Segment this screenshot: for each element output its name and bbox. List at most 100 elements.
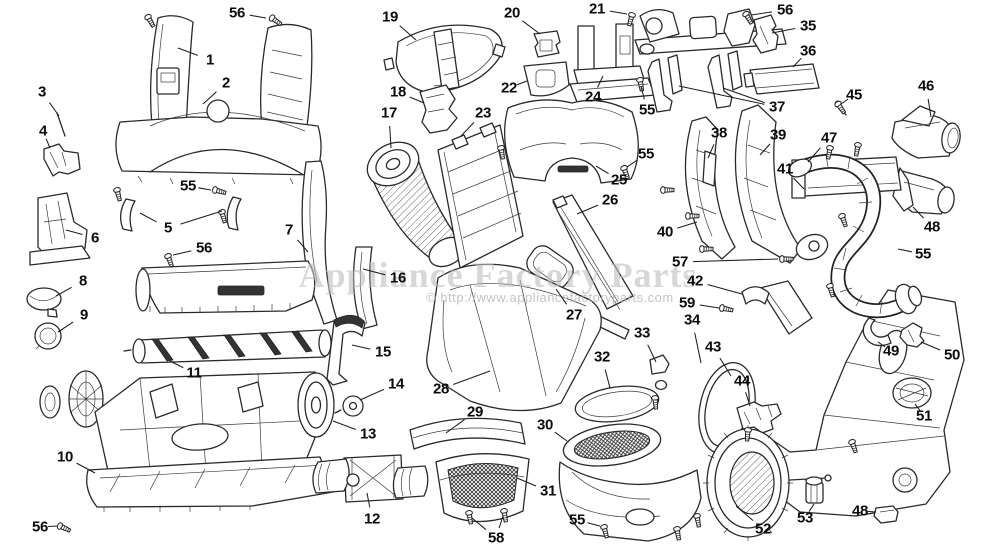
part-number-text: 31	[540, 483, 556, 500]
part-clamp-42	[741, 286, 770, 305]
leader-line	[389, 125, 392, 149]
part-label-49: 49	[877, 341, 899, 360]
leader-line	[460, 122, 475, 137]
part-number-text: 19	[382, 9, 398, 26]
leader-line	[471, 517, 487, 531]
part-label-10: 10	[57, 449, 96, 474]
part-label-28: 28	[433, 370, 491, 398]
part-pin	[56, 112, 66, 137]
leader-line	[735, 505, 754, 521]
part-hooks-5	[119, 196, 242, 232]
part-label-22: 22	[501, 80, 528, 97]
part-number-text: 32	[594, 349, 610, 366]
leader-line	[897, 248, 912, 253]
part-label-15: 15	[351, 344, 391, 361]
part-label-43: 43	[705, 339, 732, 377]
leader-line	[198, 187, 212, 191]
part-number-text: 39	[770, 127, 786, 144]
leader-line	[359, 388, 385, 401]
leader-line	[609, 10, 628, 15]
part-number-text: 45	[846, 87, 862, 104]
part-elbow-46	[891, 105, 961, 159]
part-label-27: 27	[555, 288, 582, 324]
part-number-text: 3	[38, 84, 46, 101]
part-label-25: 25	[595, 165, 627, 189]
part-tray-36	[743, 63, 820, 95]
part-number-text: 36	[800, 43, 816, 60]
part-label-2: 2	[202, 75, 230, 105]
part-number-text: 11	[186, 365, 201, 382]
part-label-53: 53	[797, 503, 815, 527]
leader-line	[139, 212, 157, 223]
part-label-32: 32	[594, 349, 611, 389]
part-roller-12	[312, 454, 429, 503]
part-number-text: 34	[684, 312, 701, 329]
part-number-text: 9	[80, 307, 88, 324]
part-number-text: 7	[285, 222, 293, 239]
leader-line	[445, 419, 465, 434]
leader-line	[722, 87, 765, 104]
part-number-text: 14	[388, 376, 405, 393]
part-label-30: 30	[537, 417, 568, 442]
part-number-text: 43	[705, 339, 721, 356]
part-label-18: 18	[390, 84, 425, 104]
leader-line	[694, 332, 702, 364]
leader-line	[867, 510, 877, 513]
part-label-57: 57	[672, 254, 779, 271]
leader-line	[678, 85, 765, 105]
leader-line	[366, 492, 371, 508]
part-label-5: 5	[139, 210, 223, 237]
leader-line	[587, 522, 601, 527]
part-number-text: 58	[488, 530, 504, 547]
part-label-42: 42	[687, 273, 743, 295]
part-label-50: 50	[920, 341, 960, 364]
leader-line	[48, 525, 59, 528]
part-number-text: 35	[800, 18, 816, 35]
leader-line	[677, 221, 698, 229]
part-rib-39	[734, 104, 829, 264]
part-label-58: 58	[471, 515, 504, 547]
part-number-text: 23	[475, 105, 491, 122]
leader-line	[297, 239, 309, 253]
part-label-6: 6	[65, 229, 99, 247]
leader-line	[877, 341, 886, 348]
part-label-52: 52	[735, 505, 771, 538]
part-label-16: 16	[362, 268, 406, 287]
leader-line	[927, 98, 932, 118]
part-label-33: 33	[634, 325, 657, 363]
part-clip-38	[702, 150, 717, 187]
leader-line	[604, 369, 611, 389]
part-number-text: 28	[433, 381, 449, 398]
part-bracket-24	[569, 23, 656, 103]
part-filter-frame-23	[437, 122, 524, 269]
part-brush-roll	[123, 329, 339, 364]
leader-line	[771, 27, 796, 34]
part-clip-49	[862, 317, 892, 347]
part-number-text: 1	[206, 52, 214, 69]
part-band-29	[409, 417, 526, 450]
part-label-56: 56	[32, 519, 59, 536]
part-forks-37	[647, 50, 743, 113]
part-number-text: 29	[467, 404, 483, 421]
part-number-text: 38	[711, 125, 727, 142]
part-label-44: 44	[734, 373, 751, 407]
leader-line	[707, 144, 715, 159]
leader-line	[555, 288, 568, 305]
part-bowl-31	[435, 453, 530, 523]
part-number-text: 33	[634, 325, 650, 342]
part-bracket-15	[326, 314, 366, 386]
part-number-text: 17	[381, 105, 397, 122]
part-filter-17	[366, 141, 466, 268]
part-base-assembly	[39, 370, 334, 512]
part-number-text: 2	[222, 75, 230, 92]
leader-line	[692, 258, 779, 263]
part-number-text: 24	[585, 89, 602, 106]
leader-line	[180, 210, 223, 225]
part-filter-screen-30	[562, 423, 662, 467]
part-plate-22	[523, 61, 570, 97]
part-label-20: 20	[504, 5, 541, 35]
part-label-55: 55	[897, 246, 931, 263]
part-label-48: 48	[912, 206, 940, 236]
watermark-url: © http://www.appliancefactoryparts.com	[426, 290, 674, 305]
